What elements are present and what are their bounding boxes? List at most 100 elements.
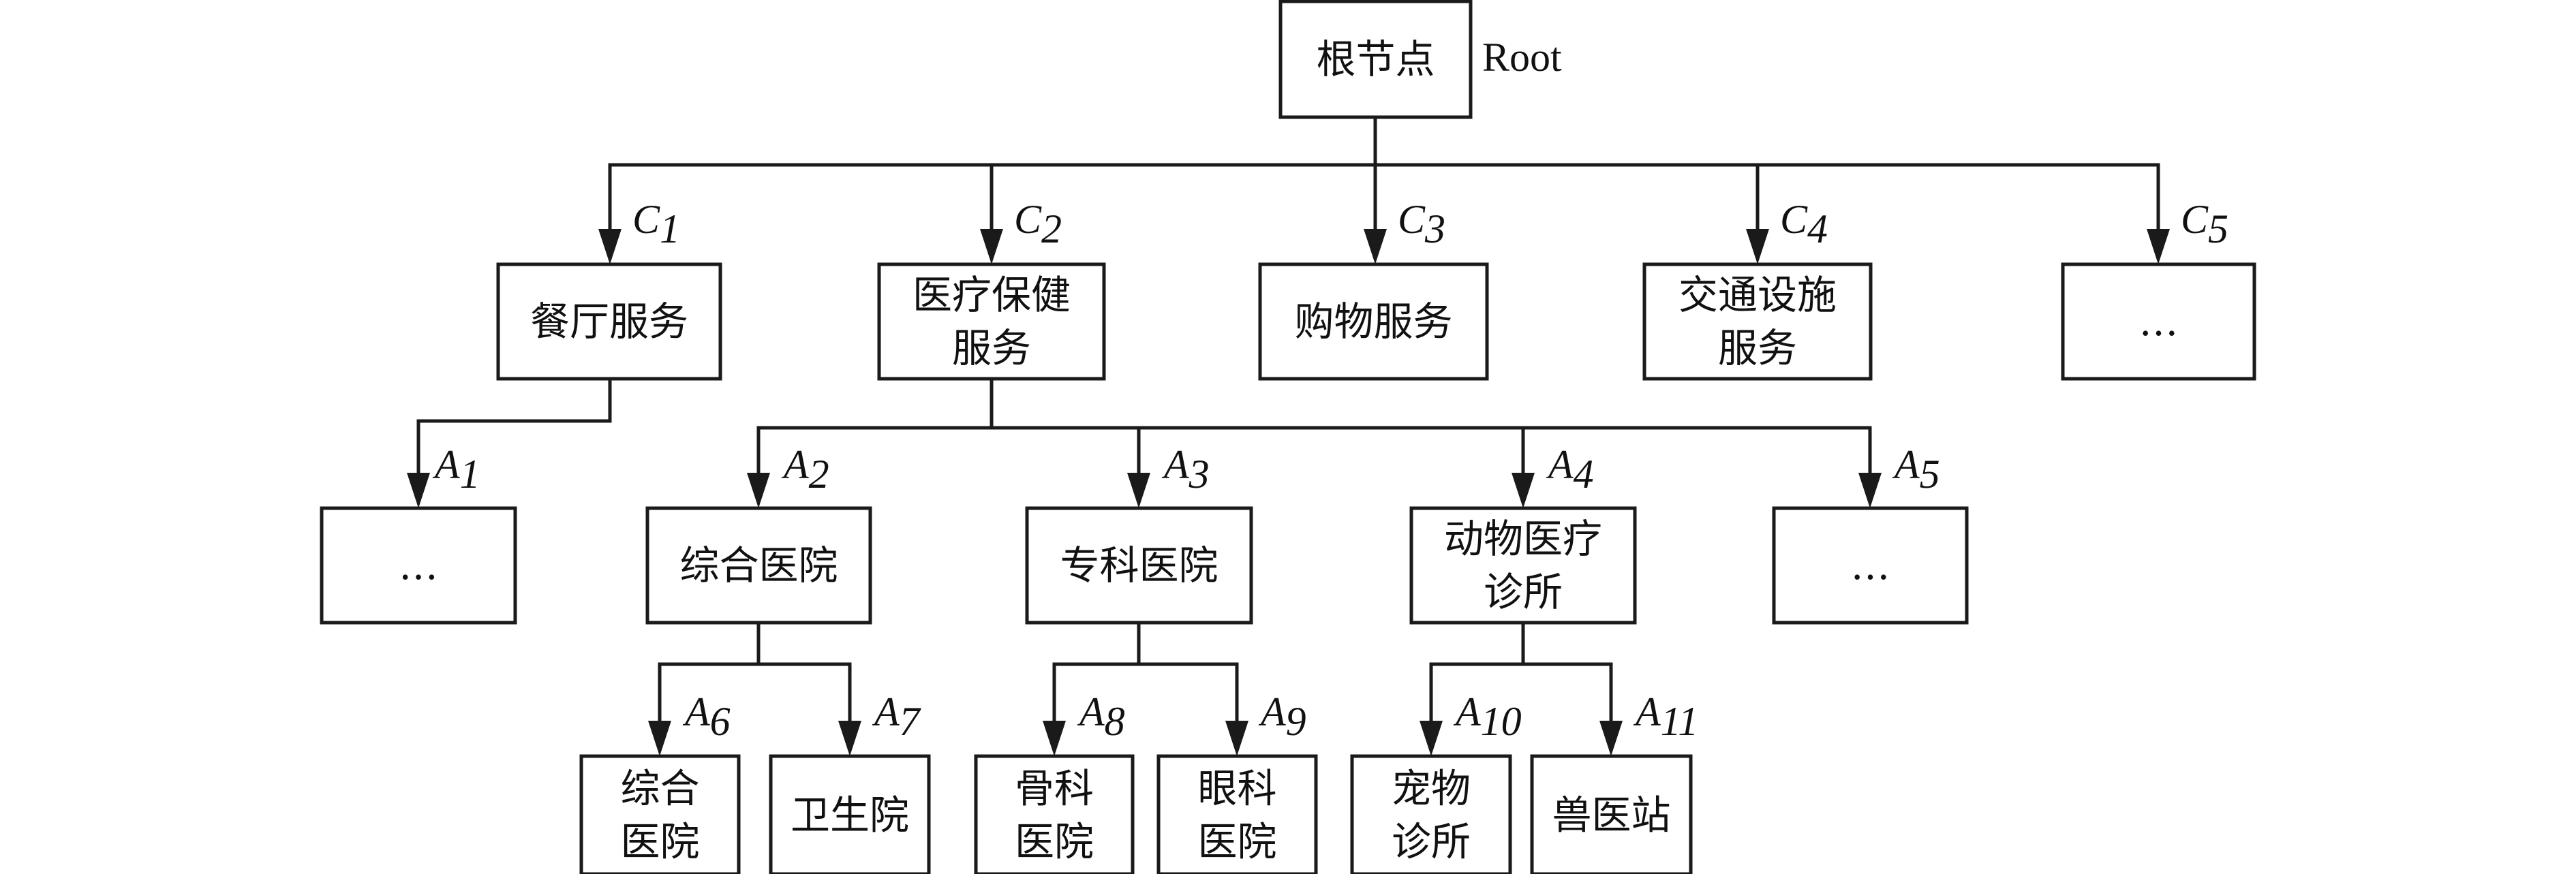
node-label-line: 医院 xyxy=(620,819,699,865)
edge-label-letter: A xyxy=(1546,442,1574,487)
arrowhead-a4 xyxy=(1512,473,1535,508)
node-c3: 购物服务 xyxy=(1258,262,1489,381)
node-box xyxy=(877,262,1106,381)
arrowhead-a8 xyxy=(1043,721,1066,756)
arrowhead-a2 xyxy=(747,473,770,508)
connector-a2-to-a7 xyxy=(756,623,852,723)
root-side-label: Root xyxy=(1482,35,1562,80)
arrowhead-c2 xyxy=(980,229,1003,264)
node-a6: 综合医院 xyxy=(579,754,741,874)
edge-label-subscript: 1 xyxy=(460,452,480,497)
connector-layer xyxy=(407,117,2170,756)
edge-label-a2: A2 xyxy=(781,442,829,497)
root-node: 根节点 xyxy=(1278,0,1473,119)
edge-label-c3: C3 xyxy=(1398,197,1445,251)
edge-label-letter: A xyxy=(1161,442,1189,487)
node-label-line: 综合 xyxy=(620,766,699,812)
arrowhead-a11 xyxy=(1599,721,1623,756)
connector-c1-to-a1 xyxy=(416,379,612,475)
node-box xyxy=(1772,506,1969,625)
arrowhead-c3 xyxy=(1364,229,1387,264)
edge-label-subscript: 2 xyxy=(1041,206,1062,251)
node-box xyxy=(1530,754,1693,874)
node-box xyxy=(579,754,741,874)
node-label-line: 专科医院 xyxy=(1060,542,1218,589)
edge-label-letter: C xyxy=(1780,197,1808,242)
node-label-line: 服务 xyxy=(952,325,1031,371)
arrowhead-c4 xyxy=(1746,229,1769,264)
node-box xyxy=(496,262,722,381)
node-a7: 卫生院 xyxy=(769,754,931,874)
node-a1: … xyxy=(320,506,517,625)
edge-label-a3: A3 xyxy=(1161,442,1210,497)
arrowhead-a1 xyxy=(407,473,430,508)
node-label-line: 卫生院 xyxy=(791,792,909,839)
connector-root-to-c5 xyxy=(1373,117,2160,232)
edge-label-subscript: 8 xyxy=(1105,699,1125,744)
arrowhead-a6 xyxy=(648,721,671,756)
node-a5: … xyxy=(1772,506,1969,625)
edge-label-subscript: 4 xyxy=(1807,206,1828,251)
edge-label-subscript: 2 xyxy=(809,452,829,497)
arrowhead-a7 xyxy=(838,721,861,756)
node-label-line: 眼科 xyxy=(1197,766,1276,812)
edge-label-letter: A xyxy=(1077,689,1105,734)
edge-label-letter: C xyxy=(2181,197,2209,242)
node-label-line: 诊所 xyxy=(1392,819,1471,865)
edge-label-a10: A10 xyxy=(1453,689,1522,744)
node-label-line: 购物服务 xyxy=(1294,298,1452,345)
edge-label-letter: C xyxy=(632,197,660,242)
edge-label-letter: A xyxy=(432,442,460,487)
node-box xyxy=(1156,754,1318,874)
edge-label-a9: A9 xyxy=(1258,689,1306,744)
node-box xyxy=(2061,262,2256,381)
arrowhead-c5 xyxy=(2147,229,2170,264)
edge-label-subscript: 7 xyxy=(900,699,922,744)
connector-a4-to-a11 xyxy=(1521,623,1613,723)
edge-label-letter: A xyxy=(1892,442,1920,487)
edge-label-c5: C5 xyxy=(2181,197,2228,251)
edge-label-c4: C4 xyxy=(1780,197,1828,251)
node-label-line: 医院 xyxy=(1015,819,1094,865)
node-label-line: … xyxy=(1851,542,1890,589)
edge-label-letter: A xyxy=(1258,689,1286,734)
node-box xyxy=(769,754,931,874)
edge-label-subscript: 3 xyxy=(1424,206,1445,251)
edge-label-subscript: 6 xyxy=(710,699,731,744)
edge-label-c2: C2 xyxy=(1014,197,1062,251)
node-label-line: 动物医疗 xyxy=(1444,516,1602,562)
node-label-line: 根节点 xyxy=(1316,36,1435,82)
edge-label-subscript: 4 xyxy=(1574,452,1594,497)
node-label-line: … xyxy=(399,542,438,589)
node-c5: … xyxy=(2061,262,2256,381)
arrowhead-a3 xyxy=(1127,473,1150,508)
edge-label-subscript: 9 xyxy=(1286,699,1306,744)
node-box xyxy=(1409,506,1637,625)
edge-label-letter: A xyxy=(682,689,710,734)
edge-label-letter: A xyxy=(1633,689,1661,734)
edge-label-a11: A11 xyxy=(1633,689,1698,744)
edge-label-letter: C xyxy=(1014,197,1042,242)
edge-label-subscript: 5 xyxy=(2208,206,2228,251)
node-a11: 兽医站 xyxy=(1530,754,1693,874)
node-label-line: 医院 xyxy=(1197,819,1276,865)
node-label-line: 餐厅服务 xyxy=(530,298,688,345)
node-label-line: 医疗保健 xyxy=(913,272,1071,318)
node-c1: 餐厅服务 xyxy=(496,262,722,381)
edge-label-letter: A xyxy=(872,689,900,734)
node-label-line: 诊所 xyxy=(1484,569,1563,615)
node-label-line: 兽医站 xyxy=(1552,792,1670,839)
edge-label-a5: A5 xyxy=(1892,442,1940,497)
arrowhead-c1 xyxy=(598,229,622,264)
edge-label-letter: C xyxy=(1398,197,1426,242)
node-box xyxy=(1642,262,1873,381)
edge-label-a6: A6 xyxy=(682,689,731,744)
node-box xyxy=(1025,506,1253,625)
node-label-line: 宠物 xyxy=(1392,766,1471,812)
